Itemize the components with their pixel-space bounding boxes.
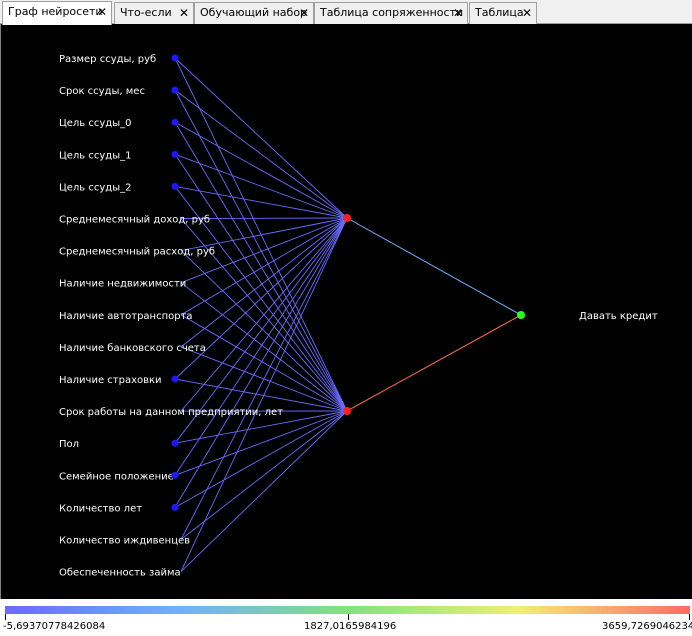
input-hidden-edge	[174, 217, 348, 508]
close-icon[interactable]: ✕	[96, 5, 107, 19]
input-label: Наличие страховки	[59, 375, 162, 386]
input-hidden-edge	[180, 217, 348, 348]
input-hidden-edge	[174, 185, 348, 219]
input-hidden-edge	[180, 217, 348, 219]
input-hidden-edge	[180, 217, 348, 412]
input-label: Пол	[59, 439, 79, 450]
color-gradient-bar	[5, 606, 690, 614]
input-hidden-edge	[180, 410, 348, 572]
input-hidden-edge	[174, 410, 348, 508]
input-hidden-edge	[180, 217, 348, 540]
input-hidden-edge	[174, 121, 348, 412]
input-hidden-edge	[180, 217, 348, 284]
tab-table[interactable]: Таблица ✕	[469, 2, 537, 24]
input-hidden-edge	[174, 121, 348, 219]
input-node[interactable]	[171, 86, 179, 94]
input-label: Обеспеченность займа	[59, 568, 181, 579]
input-hidden-edge	[180, 217, 348, 252]
input-hidden-edge	[180, 250, 348, 412]
input-node[interactable]	[171, 503, 179, 511]
input-hidden-edge	[174, 410, 348, 444]
tick-mark	[689, 614, 690, 620]
input-hidden-edge	[174, 217, 348, 444]
input-label: Среднемесячный доход, руб	[59, 215, 210, 226]
input-hidden-edge	[174, 89, 348, 219]
input-node[interactable]	[171, 375, 179, 383]
input-node[interactable]	[171, 54, 179, 62]
output-label: Давать кредит	[579, 311, 658, 322]
tab-label: Таблица	[475, 6, 524, 19]
input-label: Наличие недвижимости	[59, 279, 186, 290]
tab-label: Обучающий набор	[200, 6, 308, 19]
input-hidden-edge	[180, 410, 348, 540]
input-node[interactable]	[171, 182, 179, 190]
input-label: Цель ссуды_0	[59, 118, 131, 129]
tick-mark	[348, 614, 349, 620]
input-hidden-edge	[174, 89, 348, 412]
input-hidden-edge	[180, 217, 348, 572]
legend-min-label: -5,69370778426084	[3, 621, 106, 632]
tick-mark	[5, 614, 6, 620]
input-hidden-edge	[174, 217, 348, 476]
input-hidden-edge	[174, 410, 348, 476]
hidden-output-edge	[346, 217, 522, 316]
close-icon[interactable]: ✕	[298, 6, 309, 20]
hidden-output-edge	[346, 314, 522, 412]
input-hidden-edge	[174, 57, 348, 219]
input-node[interactable]	[171, 150, 179, 158]
input-label: Размер ссуды, руб	[59, 54, 156, 65]
input-hidden-edge	[174, 217, 348, 380]
input-node[interactable]	[171, 439, 179, 447]
close-icon[interactable]: ✕	[452, 6, 463, 20]
legend-mid-label: 1827,0165984196	[304, 621, 397, 632]
input-hidden-edge	[174, 154, 348, 412]
tab-label: Что-если	[120, 6, 172, 19]
input-label: Цель ссуды_2	[59, 182, 131, 193]
tab-what-if[interactable]: Что-если ✕	[114, 2, 194, 24]
tab-network-graph[interactable]: Граф нейросети ✕	[2, 1, 112, 25]
output-node[interactable]	[517, 311, 525, 319]
color-scale-legend: -5,69370778426084 1827,0165984196 3659,7…	[0, 599, 692, 636]
input-node[interactable]	[171, 118, 179, 126]
close-icon[interactable]: ✕	[178, 6, 189, 20]
input-label: Срок ссуды, мес	[59, 86, 145, 97]
input-label: Наличие автотранспорта	[59, 311, 193, 322]
input-label: Количество лет	[59, 503, 142, 514]
legend-max-label: 3659,72690462348	[602, 621, 692, 632]
input-hidden-edge	[180, 282, 348, 412]
input-hidden-edge	[174, 153, 348, 219]
tab-bar: Граф нейросети ✕ Что-если ✕ Обучающий на…	[0, 0, 692, 25]
close-icon[interactable]: ✕	[521, 6, 532, 20]
input-node[interactable]	[171, 471, 179, 479]
input-label: Наличие банковского счета	[59, 343, 206, 354]
input-label: Среднемесячный расход, руб	[59, 247, 215, 258]
tab-training-set[interactable]: Обучающий набор ✕	[194, 2, 314, 24]
tab-label: Граф нейросети	[8, 5, 103, 18]
input-label: Срок работы на данном предприятии, лет	[59, 407, 283, 418]
input-label: Количество иждивенцев	[59, 536, 190, 547]
input-label: Семейное положение	[59, 471, 174, 482]
tab-contingency-table[interactable]: Таблица сопряженности ✕	[314, 2, 468, 24]
hidden-node[interactable]	[343, 407, 351, 415]
input-hidden-edge	[180, 217, 348, 316]
input-label: Цель ссуды_1	[59, 150, 131, 161]
tab-label: Таблица сопряженности	[320, 6, 464, 19]
input-hidden-edge	[180, 314, 348, 412]
hidden-node[interactable]	[343, 214, 351, 222]
